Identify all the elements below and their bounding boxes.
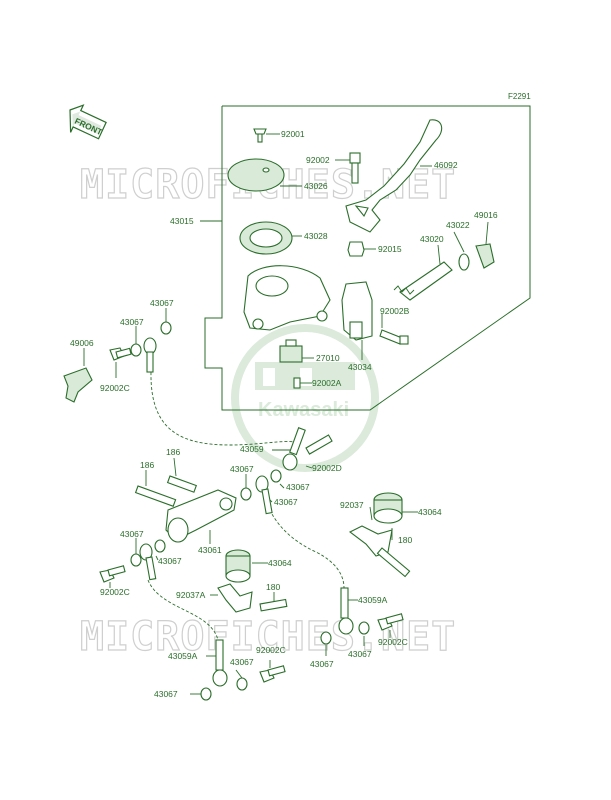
label-43067-i: 43067 xyxy=(348,649,372,659)
label-180-a: 180 xyxy=(398,535,412,545)
part-92002C-bolt-b xyxy=(99,565,126,583)
label-92002C-d: 92002C xyxy=(256,645,286,655)
part-43061-joint xyxy=(165,489,237,543)
part-92037A-clamp xyxy=(217,583,253,613)
part-43026-cap xyxy=(227,158,285,192)
brake-hose-lower-left xyxy=(147,579,219,641)
washer-43067-g xyxy=(154,539,166,553)
part-92002D-bolt xyxy=(305,434,333,455)
kawasaki-logo-watermark: Kawasaki xyxy=(231,324,379,472)
washer-43067-i xyxy=(358,621,370,635)
label-43034: 43034 xyxy=(348,362,372,372)
part-master-cylinder-body xyxy=(243,265,331,331)
label-43067-c: 43067 xyxy=(230,464,254,474)
part-43028-diaphragm xyxy=(239,221,293,255)
label-43059A-a: 43059A xyxy=(168,651,198,661)
washer-43067-j xyxy=(236,677,248,691)
part-92002C-bolt-left xyxy=(109,347,132,361)
part-43064-damper-a xyxy=(373,492,403,524)
part-43059A-banjo-left xyxy=(212,639,228,687)
part-46092-lever xyxy=(345,119,443,233)
label-92037: 92037 xyxy=(340,500,364,510)
label-92002C-a: 92002C xyxy=(100,383,130,393)
label-49006: 49006 xyxy=(70,338,94,348)
washer-43067-k xyxy=(200,687,212,701)
label-49016: 49016 xyxy=(474,210,498,220)
label-43067-e: 43067 xyxy=(274,497,298,507)
part-27010-switch xyxy=(279,339,303,363)
brake-hose-upper xyxy=(150,371,297,446)
part-92002-bolt xyxy=(349,152,361,184)
part-92002A-screw xyxy=(293,377,301,389)
label-43020: 43020 xyxy=(420,234,444,244)
label-43061: 43061 xyxy=(198,545,222,555)
label-43059: 43059 xyxy=(240,444,264,454)
part-43059-banjo xyxy=(282,427,306,471)
label-92002C-c: 92002C xyxy=(378,637,408,647)
part-49016-boot xyxy=(475,243,495,269)
part-92001-screw xyxy=(253,128,267,143)
part-49006-cap xyxy=(63,367,93,403)
label-43064-a: 43064 xyxy=(418,507,442,517)
label-180-b: 180 xyxy=(266,582,280,592)
label-43067-g: 43067 xyxy=(158,556,182,566)
part-186-bolt-a xyxy=(166,475,198,493)
label-92002B: 92002B xyxy=(380,306,410,316)
label-92037A: 92037A xyxy=(176,590,206,600)
label-186-b: 186 xyxy=(140,460,154,470)
label-43067-f: 43067 xyxy=(120,529,144,539)
label-92002D: 92002D xyxy=(312,463,342,473)
label-43026: 43026 xyxy=(304,181,328,191)
label-92002C-b: 92002C xyxy=(100,587,130,597)
label-43067-j: 43067 xyxy=(230,657,254,667)
part-banjo-fitting-left xyxy=(143,337,157,373)
part-banjo-lower-left xyxy=(139,543,157,581)
assembly-frame xyxy=(204,105,531,411)
part-banjo-center xyxy=(255,475,273,515)
figure-ref: F2291 xyxy=(508,92,531,101)
part-92002C-bolt-d xyxy=(259,665,286,683)
washer-43067-b xyxy=(130,343,142,357)
label-43022: 43022 xyxy=(446,220,470,230)
washer-43067-a xyxy=(160,321,172,335)
part-43020-piston xyxy=(393,261,453,301)
part-43059A-banjo-right xyxy=(338,587,354,635)
label-43059A-b: 43059A xyxy=(358,595,388,605)
label-43064-b: 43064 xyxy=(268,558,292,568)
part-180-bolt-b xyxy=(259,598,288,612)
label-43028: 43028 xyxy=(304,231,328,241)
part-180-bolt-a xyxy=(376,547,411,578)
part-92015-nut xyxy=(347,241,365,257)
part-92002C-bolt-c xyxy=(377,613,404,631)
label-43015: 43015 xyxy=(170,216,194,226)
label-92002-a: 92002 xyxy=(306,155,330,165)
washer-43067-d xyxy=(270,469,282,483)
label-186-a: 186 xyxy=(166,447,180,457)
part-43064-damper-b xyxy=(225,549,251,583)
label-92001: 92001 xyxy=(281,129,305,139)
part-186-bolt-b xyxy=(134,485,177,507)
label-46092: 46092 xyxy=(434,160,458,170)
label-27010: 27010 xyxy=(316,353,340,363)
washer-43067-c xyxy=(240,487,252,501)
label-92015: 92015 xyxy=(378,244,402,254)
part-92002B-bolt xyxy=(379,329,409,345)
label-43067-d: 43067 xyxy=(286,482,310,492)
washer-43067-h xyxy=(320,631,332,645)
label-43067-h: 43067 xyxy=(310,659,334,669)
front-arrow-icon xyxy=(69,104,107,140)
label-43067-b: 43067 xyxy=(120,317,144,327)
label-43067-a: 43067 xyxy=(150,298,174,308)
label-92002A: 92002A xyxy=(312,378,342,388)
part-43022-circlip xyxy=(458,253,470,271)
label-43067-k: 43067 xyxy=(154,689,178,699)
part-43034-holder xyxy=(341,281,373,341)
washer-43067-f xyxy=(130,553,142,567)
